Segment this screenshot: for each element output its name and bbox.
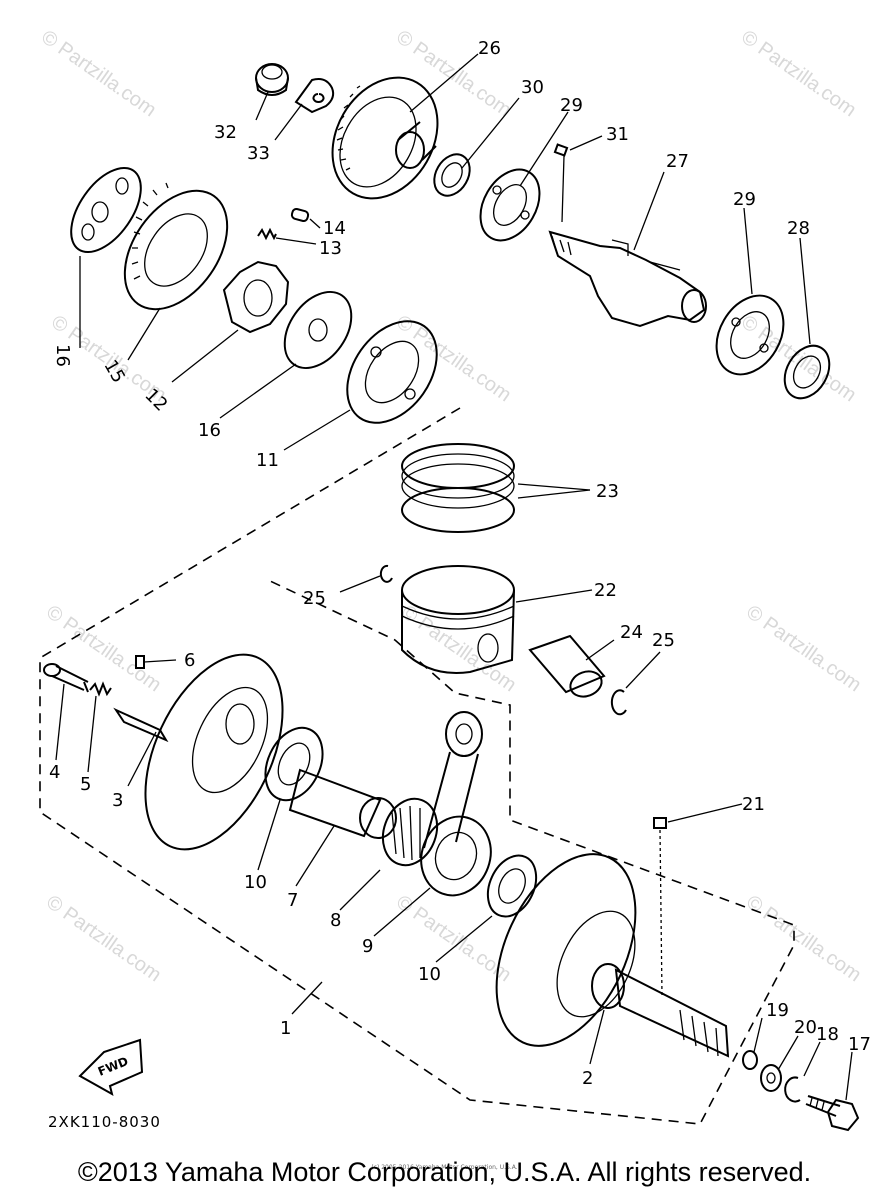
callout-25b: 25	[652, 630, 675, 651]
pin-part-14	[290, 207, 310, 223]
plate-part-16b	[283, 291, 353, 369]
bearing-part-29a	[479, 168, 541, 242]
callout-31: 31	[606, 124, 629, 145]
callout-16a: 16	[52, 344, 73, 367]
forward-arrow-icon: FWD	[78, 1038, 144, 1097]
callout-17: 17	[848, 1034, 871, 1055]
bearing-part-29b	[715, 294, 785, 376]
circlip-part-25b	[610, 689, 627, 716]
watermark: © Partzilla.com	[737, 26, 860, 121]
callout-28: 28	[787, 218, 810, 239]
watermarks: © Partzilla.com © Partzilla.com © Partzi…	[37, 26, 865, 986]
washer-part-30	[433, 153, 471, 197]
bolt-part-4	[43, 663, 89, 693]
callout-16b: 16	[198, 420, 221, 441]
washer-part-10a	[264, 726, 324, 802]
spring-part-13	[257, 227, 277, 241]
callout-10b: 10	[418, 964, 441, 985]
fine-print-note: (c) 2005-2016 Yamaha Motor Corporation, …	[371, 1164, 518, 1171]
washer-part-18	[784, 1076, 801, 1103]
callout-24: 24	[620, 622, 643, 643]
crankshaft-assembly-boundary	[39, 407, 795, 1125]
piston-part-22	[401, 565, 515, 674]
callout-26: 26	[478, 38, 501, 59]
callout-1: 1	[280, 1018, 291, 1039]
callout-20: 20	[794, 1017, 817, 1038]
watermark: © Partzilla.com	[42, 601, 165, 696]
callout-29b: 29	[733, 189, 756, 210]
hub-part-12	[222, 260, 290, 334]
callout-29a: 29	[560, 95, 583, 116]
leader-lines	[55, 53, 853, 1101]
piston-rings-part-23	[401, 443, 515, 533]
callout-18: 18	[816, 1024, 839, 1045]
callout-32: 32	[214, 122, 237, 143]
callout-13: 13	[319, 238, 342, 259]
watermark: © Partzilla.com	[392, 311, 515, 406]
watermark: © Partzilla.com	[737, 311, 860, 406]
callout-9: 9	[362, 936, 373, 957]
callout-3: 3	[112, 790, 123, 811]
callout-19: 19	[766, 1000, 789, 1021]
watermark: © Partzilla.com	[42, 891, 165, 986]
washer-part-20	[760, 1064, 782, 1092]
callout-6: 6	[184, 650, 195, 671]
callout-33: 33	[247, 143, 270, 164]
crank-pin-part-7	[288, 768, 397, 839]
callout-4: 4	[49, 762, 60, 783]
lock-washer-part-33	[294, 78, 335, 114]
drive-gear-part-26	[331, 76, 439, 200]
balancer-shaft-part-27	[548, 230, 707, 328]
connecting-rod-part-9	[420, 711, 492, 897]
callout-10a: 10	[244, 872, 267, 893]
key-part-21	[653, 817, 667, 829]
callout-5: 5	[80, 774, 91, 795]
key-part-31	[553, 143, 569, 157]
callout-11: 11	[256, 450, 279, 471]
fwd-label: FWD	[96, 1054, 130, 1079]
callout-21: 21	[742, 794, 765, 815]
crank-right-part-2	[495, 853, 730, 1058]
copyright-notice: ©2013 Yamaha Motor Corporation, U.S.A. A…	[77, 1157, 812, 1187]
spring-part-5	[89, 681, 112, 697]
watermark: © Partzilla.com	[742, 601, 865, 696]
callout-22: 22	[594, 580, 617, 601]
callout-8: 8	[330, 910, 341, 931]
o-ring-part-19	[742, 1050, 758, 1070]
callout-30: 30	[521, 77, 544, 98]
nut-part-32	[255, 63, 289, 96]
diagram-code: 2XK110-8030	[48, 1113, 161, 1131]
watermark: © Partzilla.com	[397, 601, 520, 696]
watermark: © Partzilla.com	[37, 26, 160, 121]
callout-23: 23	[596, 481, 619, 502]
callout-2: 2	[582, 1068, 593, 1089]
oil-seal-part-28	[783, 344, 831, 400]
bearing-part-11	[346, 320, 438, 424]
watermark: © Partzilla.com	[742, 891, 865, 986]
circlip-part-25a	[379, 564, 393, 583]
needle-bearing-part-8	[381, 797, 439, 867]
callout-14: 14	[323, 218, 346, 239]
callout-7: 7	[287, 890, 298, 911]
callout-25a: 25	[303, 588, 326, 609]
gear-part-15	[123, 182, 229, 311]
washer-part-10b	[486, 854, 538, 918]
piston-pin-part-24	[528, 634, 606, 698]
crank-left-part-3	[113, 653, 284, 851]
plate-part-16a	[70, 166, 142, 254]
callout-27: 27	[666, 151, 689, 172]
bolt-part-17	[805, 1095, 860, 1132]
key-part-21-guide	[659, 829, 663, 997]
